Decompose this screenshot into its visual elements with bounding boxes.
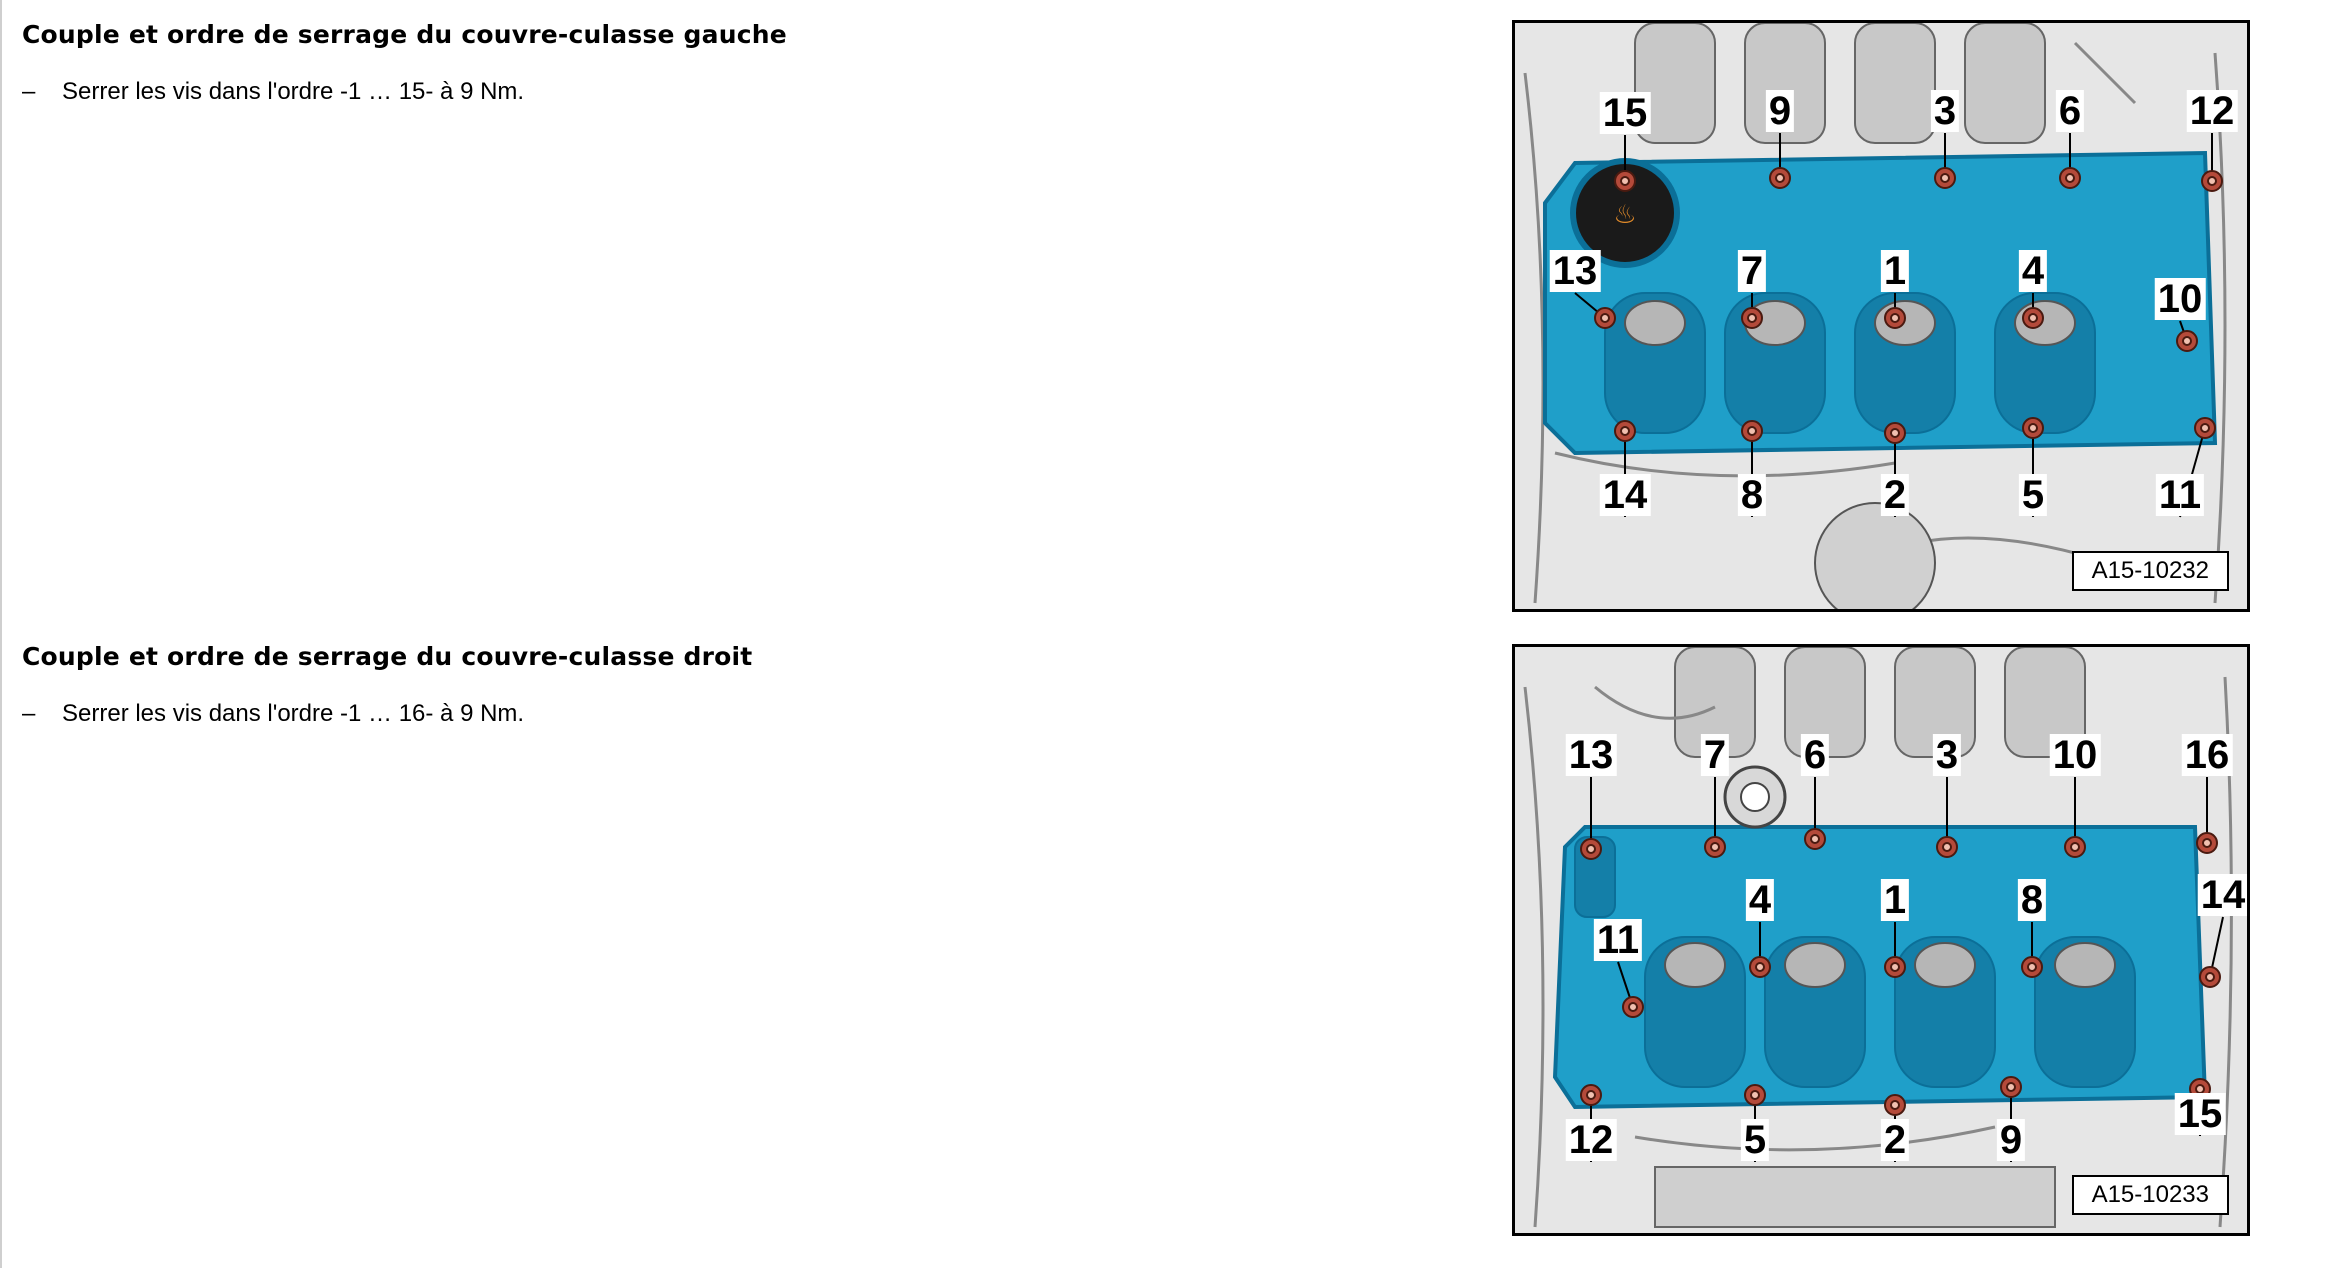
bolt-number-label: 6 [2055,90,2085,132]
bolt-head [1586,1090,1596,1100]
bolt-number-label: 2 [1880,1119,1910,1161]
bolt-number-label: 8 [2017,879,2047,921]
bolt-head [2028,423,2038,433]
bolt-number-label: 12 [1565,1119,1617,1161]
bolt-number-label: 9 [1765,90,1795,132]
bolt-head [1710,842,1720,852]
bolt-number-label: 16 [2181,734,2233,776]
bolt-number-label: 14 [1599,474,1651,516]
step-text: Serrer les vis dans l'ordre -1 … 16- à 9… [62,700,525,727]
bolt-number-label: 1 [1880,250,1910,292]
oil-can-icon: ♨ [1613,200,1636,230]
bolt-number-label: 13 [1565,734,1617,776]
bolt-number-label: 8 [1737,474,1767,516]
bolt-head [1620,426,1630,436]
section-heading-right: Couple et ordre de serrage du couvre-cul… [22,642,753,671]
bolt-number-label: 7 [1700,734,1730,776]
bolt-number-label: 14 [2197,874,2247,916]
bolt-head [2205,972,2215,982]
bolt-number-label: 6 [1800,734,1830,776]
bolt-number-label: 15 [2174,1093,2226,1135]
bolt-number-label: 2 [1880,474,1910,516]
bolt-head [2070,842,2080,852]
bolt-head [1890,428,1900,438]
step-marker: – [22,78,36,105]
bolt-head [1628,1002,1638,1012]
bolt-head [2200,423,2210,433]
bolt-number-label: 4 [1745,879,1775,921]
bolt-number-label: 7 [1737,250,1767,292]
bolt-number-label: 1 [1880,879,1910,921]
bolt-head [1890,962,1900,972]
bolt-head [1620,176,1630,186]
bolt-head [1755,962,1765,972]
instruction-step-right: –Serrer les vis dans l'ordre -1 … 16- à … [22,700,524,728]
bolt-head [2006,1082,2016,1092]
bolt-head [1810,834,1820,844]
bolt-head [2207,176,2217,186]
bolt-number-label: 5 [2018,474,2048,516]
section-heading-left: Couple et ordre de serrage du couvre-cul… [22,20,787,49]
bolt-head [2182,336,2192,346]
bolt-head [1890,1100,1900,1110]
bolt-number-label: 3 [1930,90,1960,132]
bolt-head [1600,313,1610,323]
bolt-number-label: 13 [1549,250,1601,292]
step-marker: – [22,700,36,727]
bolt-head [1747,313,1757,323]
bolt-number-label: 15 [1599,92,1651,134]
bolt-number-label: 5 [1740,1119,1770,1161]
bolt-number-label: 11 [2155,474,2205,516]
bolt-number-label: 11 [1593,919,1643,961]
bolt-head [2027,962,2037,972]
engine-illustration: ♨ [1515,23,2247,609]
bolt-head [2065,173,2075,183]
bolt-head [1750,1090,1760,1100]
bolt-number-label: 12 [2186,90,2238,132]
bolt-head [1747,426,1757,436]
bolt-number-label: 3 [1932,734,1962,776]
figure-code: A15-10233 [2071,1175,2229,1215]
bolt-head [1586,844,1596,854]
bolt-head [1940,173,1950,183]
bolt-head [2202,838,2212,848]
bolt-head [1942,842,1952,852]
bolt-head [2028,313,2038,323]
bolt-number-label: 4 [2018,250,2048,292]
instruction-step-left: –Serrer les vis dans l'ordre -1 … 15- à … [22,78,524,106]
bolt-head [1775,173,1785,183]
figure-code: A15-10232 [2071,551,2229,591]
bolt-number-label: 10 [2154,278,2206,320]
step-text: Serrer les vis dans l'ordre -1 … 15- à 9… [62,78,525,105]
left-border [0,0,2,1268]
bolt-number-label: 9 [1996,1119,2026,1161]
bolt-head [1890,313,1900,323]
bolt-number-label: 10 [2049,734,2101,776]
